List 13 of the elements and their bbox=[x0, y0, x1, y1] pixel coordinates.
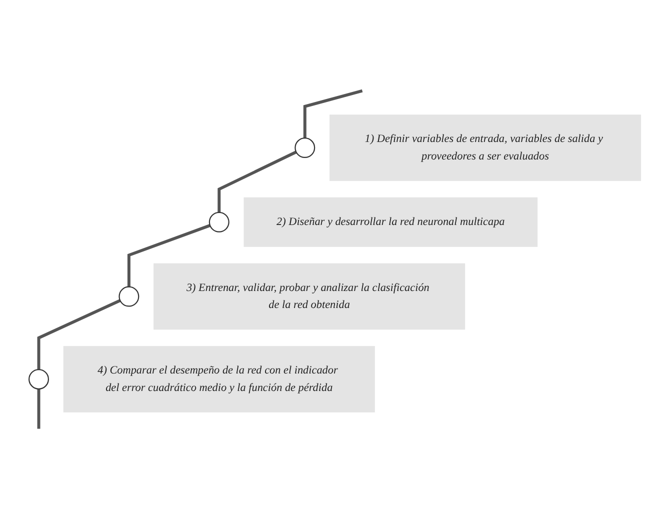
connector bbox=[37, 388, 40, 429]
node-circle bbox=[28, 368, 49, 390]
connector bbox=[218, 150, 297, 212]
node-box: 2) Diseñar y desarrollar la red neuronal multicapa bbox=[244, 197, 538, 247]
node-circle bbox=[118, 286, 140, 307]
connector bbox=[37, 299, 121, 370]
node-box: 3) Entrenar, validar, probar y analizar la clasificación de la red obtenida bbox=[154, 263, 466, 330]
node-circle bbox=[208, 212, 230, 232]
node-circle bbox=[294, 138, 316, 158]
connector bbox=[127, 224, 211, 287]
node-box: 4) Comparar el desempeño de la red con el indicador del error cuadrático medio y la función de pérdida bbox=[63, 346, 375, 412]
connector bbox=[303, 89, 363, 138]
node-box: 1) Definir variables de entrada, variables de salida y proveedores a ser evaluados bbox=[329, 114, 642, 181]
